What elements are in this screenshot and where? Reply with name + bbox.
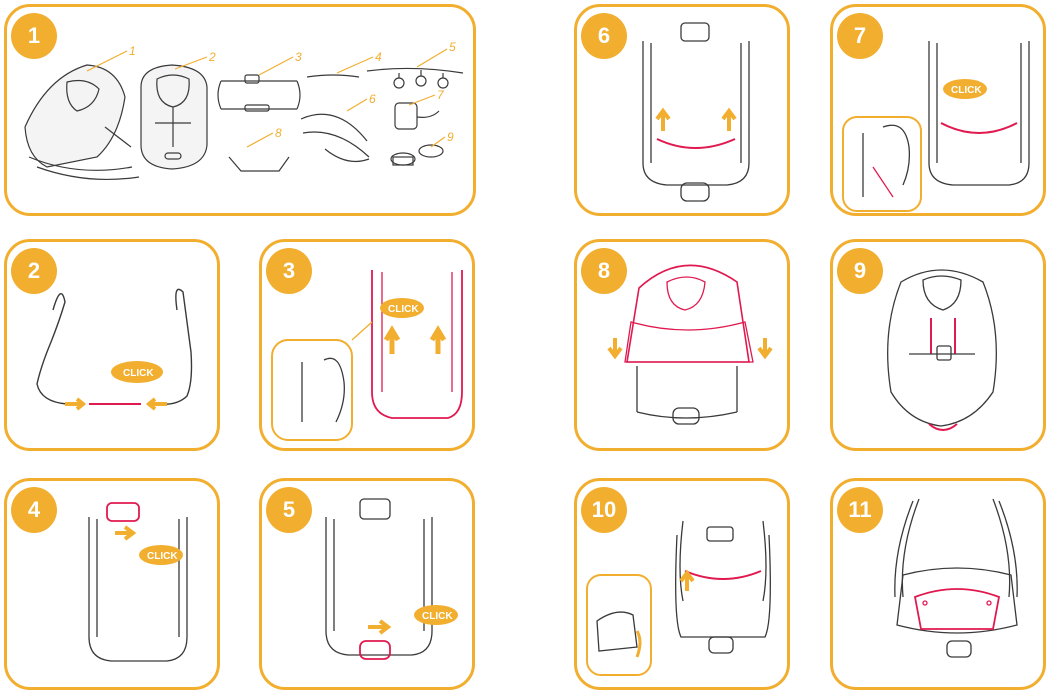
step-number-badge: 10 xyxy=(581,487,627,533)
frame-outline xyxy=(928,41,1030,186)
step-1-illustration: 1 2 3 4 5 xyxy=(24,40,464,181)
seat-fabric xyxy=(626,264,750,363)
step-number-badge: 6 xyxy=(581,13,627,59)
svg-text:CLICK: CLICK xyxy=(951,85,982,96)
arrow-down-left xyxy=(607,338,623,360)
click-callout: CLICK xyxy=(111,361,163,383)
arrow-up-left xyxy=(383,325,401,354)
part-8-foot-bar-drawing xyxy=(228,156,290,172)
step-10-illustration xyxy=(586,520,771,676)
part-6-label: 6 xyxy=(369,92,376,106)
arrow-left xyxy=(145,397,167,411)
step-number-badge: 1 xyxy=(11,13,57,59)
strap xyxy=(684,570,762,580)
arrow-down-right xyxy=(757,338,773,360)
part-4-label: 4 xyxy=(375,50,382,64)
click-callout: CLICK xyxy=(943,79,987,99)
bottom-handle xyxy=(928,423,958,431)
step-8-illustration xyxy=(607,264,773,425)
step-2-illustration: CLICK xyxy=(36,288,193,411)
part-9-label: 9 xyxy=(447,130,454,144)
step-9-panel: 9 xyxy=(830,239,1046,451)
seat-back xyxy=(896,567,1018,634)
step-number-badge: 11 xyxy=(837,487,883,533)
click-callout: CLICK xyxy=(414,605,458,625)
bottom-clip xyxy=(359,640,391,660)
step-7-panel: 7 CLICK xyxy=(830,4,1046,216)
click-callout: CLICK xyxy=(380,298,424,318)
part-1-label: 1 xyxy=(129,44,136,58)
step-6-panel: 6 xyxy=(574,4,790,216)
step-6-illustration xyxy=(642,22,750,202)
part-9-clips-drawing xyxy=(390,144,444,166)
step-11-illustration xyxy=(894,498,1018,658)
part-2-seat-drawing xyxy=(140,64,208,170)
arrow-up-right xyxy=(721,107,737,131)
arrow-right xyxy=(115,525,137,541)
step-3-panel: 3 CLICK xyxy=(259,239,475,451)
part-7-label: 7 xyxy=(437,88,445,102)
right-frame-half xyxy=(156,288,193,406)
step-number-badge: 8 xyxy=(581,248,627,294)
step-7-illustration: CLICK xyxy=(842,41,1030,212)
step-4-panel: 4 CLICK xyxy=(4,478,220,690)
step-9-illustration xyxy=(887,269,997,431)
step-1-panel: 1 1 2 3 4 xyxy=(4,4,476,216)
arrow-right xyxy=(368,619,392,635)
frame-outline xyxy=(325,517,433,656)
step-2-panel: 2 CLICK xyxy=(4,239,220,451)
top-clip xyxy=(106,502,140,522)
part-4-bar-drawing xyxy=(306,74,360,78)
frame-outline xyxy=(88,517,188,662)
part-5-toy-bar-drawing xyxy=(366,67,464,89)
step-4-illustration: CLICK xyxy=(88,502,188,662)
step-5-illustration: CLICK xyxy=(325,498,458,660)
step-8-panel: 8 xyxy=(574,239,790,451)
part-5-label: 5 xyxy=(449,40,456,54)
arrow-up-left xyxy=(655,107,671,131)
svg-text:CLICK: CLICK xyxy=(388,304,419,315)
part-3-label: 3 xyxy=(295,50,302,64)
step-number-badge: 9 xyxy=(837,248,883,294)
svg-text:CLICK: CLICK xyxy=(147,551,178,562)
part-1-leader xyxy=(86,50,128,72)
step-number-badge: 5 xyxy=(266,487,312,533)
step-10-panel: 10 xyxy=(574,478,790,690)
left-frame-half xyxy=(36,293,68,405)
part-7-unit-drawing xyxy=(394,102,440,130)
step-number-badge: 3 xyxy=(266,248,312,294)
detail-inset xyxy=(586,574,652,676)
frame-outline xyxy=(642,41,750,186)
foot-bar xyxy=(940,122,1018,134)
step-number-badge: 7 xyxy=(837,13,883,59)
part-1-bouncer-drawing xyxy=(24,64,140,181)
arrow-right xyxy=(65,397,87,411)
step-number-badge: 4 xyxy=(11,487,57,533)
seat-cover xyxy=(913,588,1001,630)
step-5-panel: 5 CLICK xyxy=(259,478,475,690)
seat-back xyxy=(675,534,771,638)
foot-bar xyxy=(656,138,736,149)
svg-text:CLICK: CLICK xyxy=(123,368,154,379)
part-6-legs-drawing xyxy=(300,113,370,162)
frame-outline xyxy=(371,270,463,419)
svg-text:CLICK: CLICK xyxy=(422,611,453,622)
part-2-label: 2 xyxy=(208,50,216,64)
click-callout: CLICK xyxy=(139,545,183,565)
seat-outline xyxy=(887,269,997,427)
detail-inset xyxy=(842,116,922,212)
arrow-up xyxy=(679,569,695,591)
arrow-up-right xyxy=(429,325,447,354)
step-11-panel: 11 xyxy=(830,478,1046,690)
shoulder-straps xyxy=(930,318,956,354)
part-3-frame-drawing xyxy=(217,74,301,112)
part-8-label: 8 xyxy=(275,126,282,140)
step-3-illustration: CLICK xyxy=(271,270,463,441)
detail-inset xyxy=(271,339,353,441)
step-number-badge: 2 xyxy=(11,248,57,294)
